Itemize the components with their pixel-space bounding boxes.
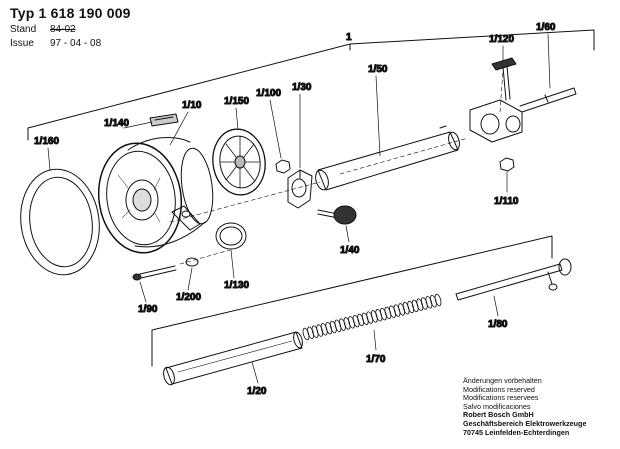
footer-line-es: Salvo modificaciones <box>463 401 531 411</box>
spring-coil <box>393 304 401 317</box>
spring-coil <box>334 319 342 333</box>
bracket-nut-part <box>499 157 515 172</box>
lower-assembly-bracket <box>151 235 553 367</box>
spring-coil <box>407 300 415 314</box>
stand-row: Stand 84-02 <box>10 24 131 35</box>
spring-coil <box>398 303 405 316</box>
spring-coil <box>370 310 378 323</box>
bracket-rod-part <box>469 87 577 143</box>
spring-coil <box>307 326 314 340</box>
leader-lines <box>47 33 551 384</box>
long-rod-part <box>455 258 572 301</box>
label-1-80: 1/80 <box>488 319 508 330</box>
housing-screw-part <box>132 265 177 281</box>
issue-value: 97 - 04 - 08 <box>50 38 102 49</box>
type-number-title: Typ 1 618 190 009 <box>10 5 131 21</box>
spring-coil <box>384 306 392 320</box>
label-1-100: 1/100 <box>256 88 281 99</box>
label-1-110: 1/110 <box>494 196 519 207</box>
label-1-160: 1/160 <box>34 136 59 147</box>
spring-coil <box>402 301 410 315</box>
o-ring-part <box>215 222 247 250</box>
spring-coil <box>366 311 374 324</box>
label-1-90: 1/90 <box>138 304 158 315</box>
footer-line-de: Änderungen vorbehalten <box>463 376 542 385</box>
spring-coil <box>357 313 364 327</box>
bell-housing-part <box>97 137 214 254</box>
spring-part <box>302 293 442 341</box>
assembly-axis-lines <box>169 69 504 265</box>
footer-division: Geschäftsbereich Elektrowerkzeuge <box>463 418 587 428</box>
fan-disc-part <box>212 128 266 196</box>
label-1-140: 1/140 <box>104 118 129 129</box>
footer-address: 70745 Leinfelden-Echterdingen <box>463 427 570 437</box>
spring-coil <box>361 312 369 326</box>
spring-coil <box>434 293 442 307</box>
label-1-130: 1/130 <box>224 280 249 291</box>
tube-part <box>315 125 460 191</box>
t-screw-part <box>491 57 517 101</box>
label-1-150: 1/150 <box>224 96 249 107</box>
thumb-screw-part <box>317 205 357 225</box>
label-1-10: 1/10 <box>182 100 202 111</box>
washer-part <box>185 257 199 267</box>
spring-coil <box>425 296 433 309</box>
spring-coil <box>411 299 419 313</box>
issue-row: Issue 97 - 04 - 08 <box>10 38 131 49</box>
label-1-120: 1/120 <box>489 34 514 45</box>
spring-coil <box>343 317 351 330</box>
label-plate-part <box>149 113 179 127</box>
scale-tube-part <box>163 331 303 386</box>
label-1-30: 1/30 <box>292 82 312 93</box>
label-1-40: 1/40 <box>340 245 360 256</box>
spring-coil <box>420 297 428 310</box>
spring-coil <box>375 308 383 322</box>
label-1-70: 1/70 <box>366 354 386 365</box>
hex-nut-part <box>275 159 291 174</box>
footer-line-en: Modifications reserved <box>463 384 535 394</box>
gasket-ring-part <box>20 168 100 276</box>
spring-coil <box>380 307 387 321</box>
spring-coil <box>329 320 337 334</box>
header: Typ 1 618 190 009 Stand 84-02 Issue 97 - 0… <box>10 5 131 49</box>
label-1: 1 <box>346 32 352 43</box>
clamp-part <box>287 169 313 209</box>
spring-coil <box>339 318 346 331</box>
spring-coil <box>302 327 310 341</box>
spring-coil <box>416 298 424 311</box>
spring-coil <box>348 316 355 329</box>
stand-value: 84-02 <box>50 24 76 35</box>
footer-line-fr: Modifications reservees <box>463 393 539 403</box>
spring-coil <box>311 325 319 338</box>
stand-label: Stand <box>10 24 37 35</box>
label-1-200: 1/200 <box>176 292 201 303</box>
spring-coil <box>352 314 360 328</box>
label-1-60: 1/60 <box>536 22 556 33</box>
spring-coil <box>325 321 333 335</box>
footer-company: Robert Bosch GmbH <box>463 410 534 420</box>
spring-coil <box>320 323 328 336</box>
spring-coil <box>430 294 437 308</box>
issue-label: Issue <box>10 38 34 49</box>
label-1-20: 1/20 <box>247 386 267 397</box>
label-1-50: 1/50 <box>368 64 388 75</box>
footer-notice: Änderungen vorbehalten Modifications res… <box>463 376 587 437</box>
spring-coil <box>389 305 396 318</box>
spring-coil <box>316 324 324 337</box>
